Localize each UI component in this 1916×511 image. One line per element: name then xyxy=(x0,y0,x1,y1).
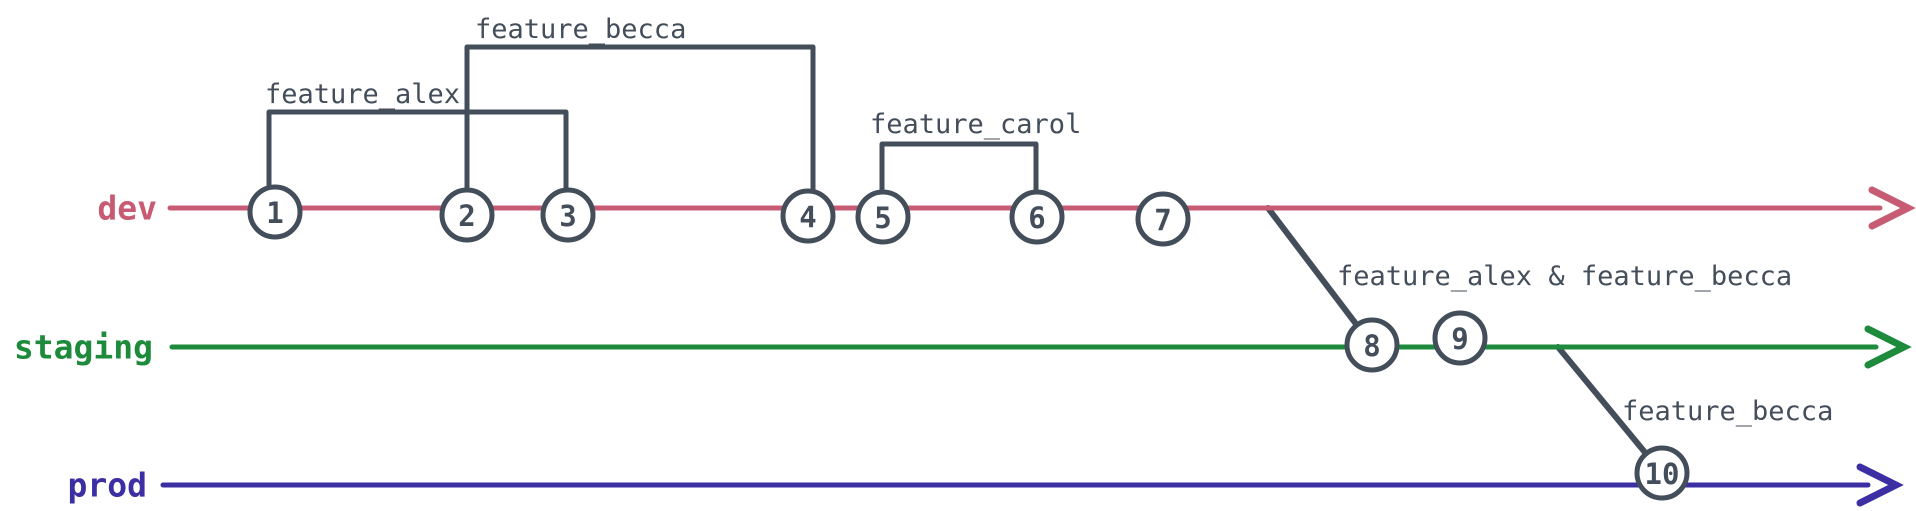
commit-node-4 xyxy=(780,188,836,244)
branch-label-prod: prod xyxy=(68,466,147,505)
commit-number: 1 xyxy=(266,196,283,230)
commit-number: 9 xyxy=(1451,322,1468,356)
merge-label: feature_becca xyxy=(1622,396,1833,427)
branch-label-dev: dev xyxy=(97,189,157,228)
feature-bracket-label: feature_becca xyxy=(475,14,686,45)
commit-node-7 xyxy=(1135,191,1191,247)
commit-node-2 xyxy=(439,187,495,243)
commit-number: 10 xyxy=(1645,457,1680,491)
commit-node-10 xyxy=(1634,445,1690,501)
feature-bracket-label: feature_carol xyxy=(870,109,1081,140)
arrowhead-icon-staging xyxy=(1864,325,1912,369)
commit-node-1 xyxy=(247,184,303,240)
commit-node-3 xyxy=(540,187,596,243)
feature-bracket-feature_alex xyxy=(266,109,569,218)
feature-bracket-feature_carol xyxy=(879,141,1039,220)
merge-label: feature_alex & feature_becca xyxy=(1337,261,1792,292)
commit-node-5 xyxy=(855,189,911,245)
commit-number: 5 xyxy=(874,201,891,235)
commit-number: 4 xyxy=(799,200,816,234)
commit-number: 6 xyxy=(1028,201,1045,235)
arrowhead-icon-prod xyxy=(1856,463,1904,507)
commit-node-8 xyxy=(1344,317,1400,373)
commit-node-9 xyxy=(1432,310,1488,366)
arrowhead-icon-dev xyxy=(1868,186,1916,230)
feature-bracket-label: feature_alex xyxy=(265,79,460,110)
commit-number: 3 xyxy=(559,199,576,233)
merge-edge xyxy=(1265,205,1375,348)
commit-number: 7 xyxy=(1154,203,1171,237)
branch-label-staging: staging xyxy=(14,328,153,367)
commit-node-6 xyxy=(1009,189,1065,245)
commit-number: 2 xyxy=(458,199,475,233)
commit-number: 8 xyxy=(1363,329,1380,363)
feature-bracket-feature_becca xyxy=(464,44,816,219)
